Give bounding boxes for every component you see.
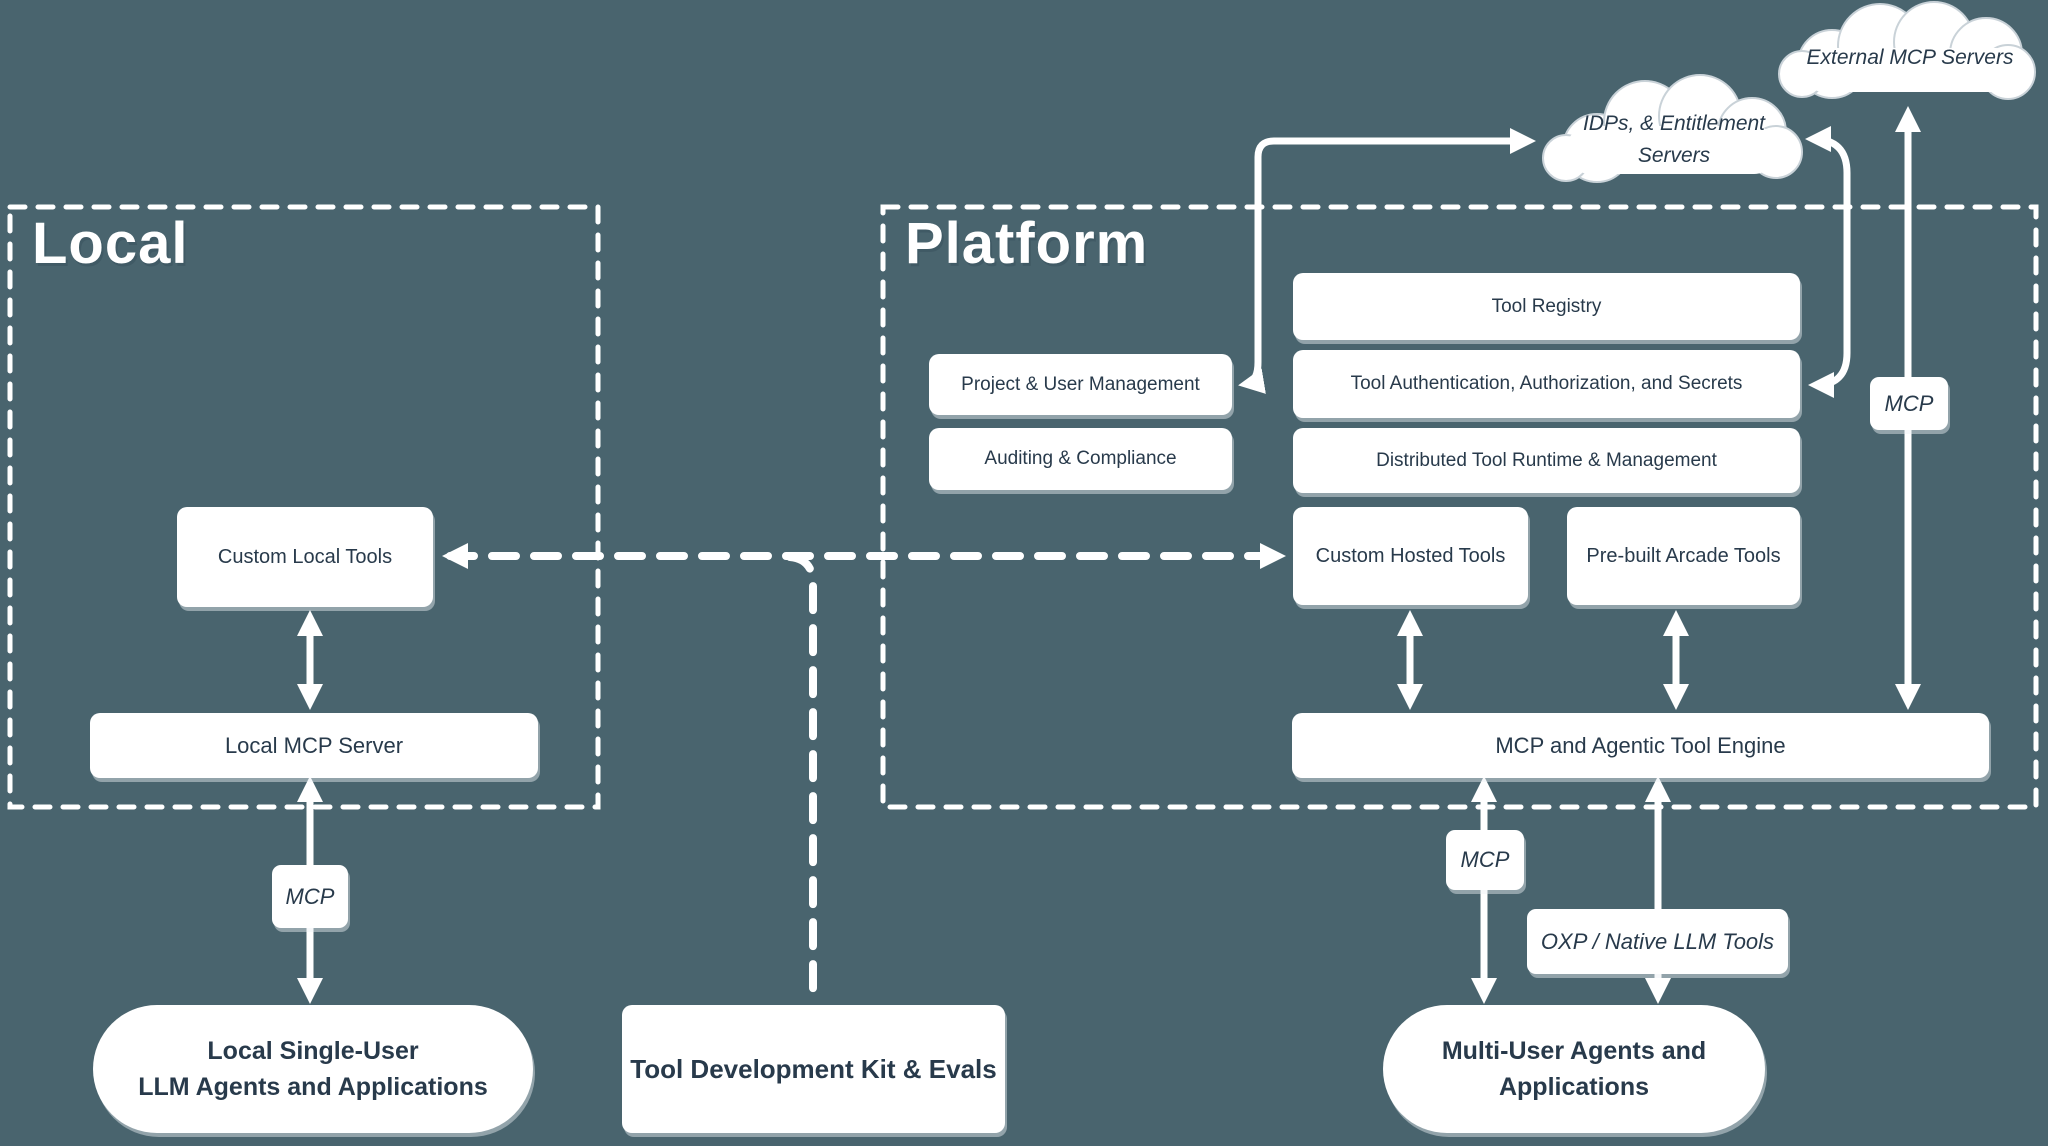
node-mcp-agentic-tool-engine: MCP and Agentic Tool Engine: [1292, 713, 1989, 778]
multi-user-line2: Applications: [1498, 1073, 1649, 1101]
arrow-toolauth-idps: [1805, 126, 1851, 398]
edge-label-oxp-native-llm-tools: OXP / Native LLM Tools: [1527, 909, 1788, 974]
multi-user-line1: Multi-User Agents and: [1441, 1036, 1707, 1065]
local-agents-line2: LLM Agents and Applications: [138, 1073, 488, 1101]
arrow-projectmgmt-idps: [1238, 128, 1536, 394]
node-local-mcp-server: Local MCP Server: [90, 713, 538, 778]
idps-entitlement-label: IDPs, & Entitlement Servers: [1554, 108, 1794, 171]
node-custom-hosted-tools: Custom Hosted Tools: [1293, 507, 1528, 605]
node-multi-user-agents: Multi-User Agents and Applications: [1383, 1005, 1765, 1133]
edge-label-mcp-engine: MCP: [1446, 830, 1524, 890]
node-tool-registry: Tool Registry: [1293, 273, 1800, 340]
external-mcp-servers-cloud: [1778, 1, 2036, 100]
idps-label-line2: Servers: [1637, 143, 1711, 167]
local-agents-line1: Local Single-User: [207, 1036, 419, 1065]
dashed-line-tooldevkit: [786, 553, 817, 1004]
node-tool-development-kit: Tool Development Kit & Evals: [622, 1005, 1005, 1133]
edge-label-mcp-local: MCP: [272, 865, 348, 928]
node-tool-authentication: Tool Authentication, Authorization, and …: [1293, 350, 1800, 418]
local-group-title: Local: [32, 211, 189, 276]
node-custom-local-tools: Custom Local Tools: [177, 507, 433, 607]
idps-entitlement-cloud: [1542, 74, 1803, 183]
node-auditing-compliance: Auditing & Compliance: [929, 428, 1232, 490]
edge-label-mcp-external: MCP: [1870, 377, 1948, 430]
node-distributed-runtime: Distributed Tool Runtime & Management: [1293, 428, 1800, 493]
node-local-single-user-agents: Local Single-User LLM Agents and Applica…: [93, 1005, 533, 1133]
idps-label-line1: IDPs, & Entitlement: [1582, 112, 1766, 135]
external-mcp-servers-text: External MCP Servers: [1806, 46, 2014, 69]
external-mcp-servers-label: External MCP Servers: [1790, 42, 2030, 74]
platform-group-title: Platform: [905, 211, 1149, 276]
node-prebuilt-arcade-tools: Pre-built Arcade Tools: [1567, 507, 1800, 605]
node-project-user-management: Project & User Management: [929, 354, 1232, 415]
